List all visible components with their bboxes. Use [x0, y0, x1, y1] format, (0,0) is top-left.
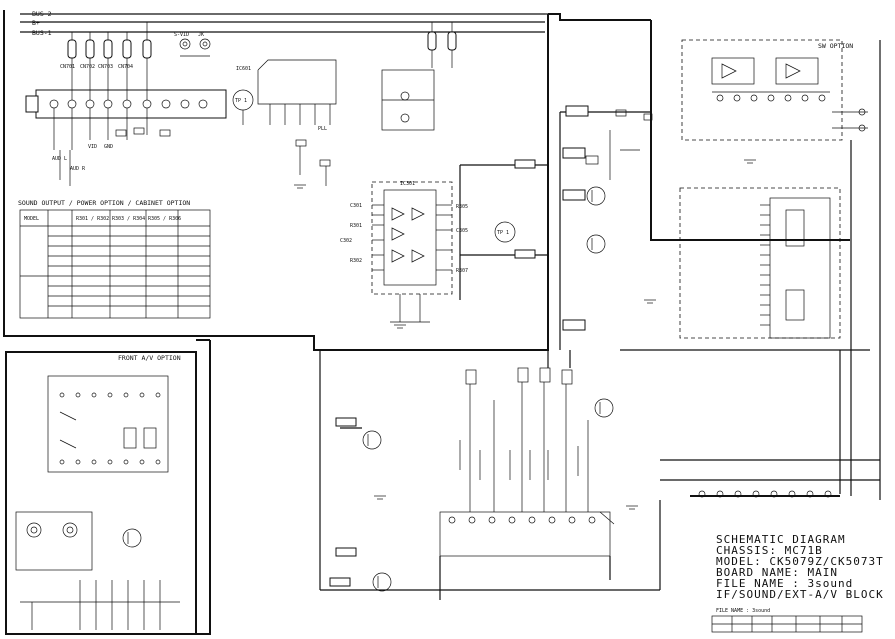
- title-model: MODEL: CK5079Z/CK5073T: [716, 555, 884, 568]
- ground-symbols: [294, 159, 756, 510]
- component-cluster-upper: [381, 22, 548, 300]
- transistors-centre-right: [559, 105, 653, 350]
- svg-text:CN704: CN704: [118, 64, 133, 70]
- title-block-name: IF/SOUND/EXT-A/V BLOCK: [716, 588, 884, 601]
- svg-text:CN702: CN702: [80, 64, 95, 70]
- svg-text:C301: C301: [350, 203, 362, 209]
- svg-text:S-VID: S-VID: [174, 32, 189, 38]
- tp1-centre-label: TP 1: [497, 230, 509, 236]
- test-point-2: TP 1: [494, 221, 516, 243]
- svg-text:CN703: CN703: [98, 64, 113, 70]
- svg-text:R307: R307: [456, 268, 468, 274]
- bus-1-label: BUS-1: [32, 29, 52, 37]
- top-jacks: S-VID JK: [174, 32, 211, 57]
- front-av-label: FRONT A/V OPTION: [118, 354, 181, 362]
- test-point-1: TP 1: [232, 89, 254, 125]
- svg-text:AUD R: AUD R: [70, 166, 86, 172]
- title-chassis: CHASSIS: MC71B: [716, 544, 823, 557]
- svg-text:AUD L: AUD L: [52, 156, 67, 162]
- svg-text:IC301: IC301: [400, 181, 415, 187]
- sound-table-title: SOUND OUTPUT / POWER OPTION / CABINET OP…: [18, 199, 190, 207]
- svg-text:PLL: PLL: [318, 126, 327, 132]
- bplus-label: B+: [32, 19, 40, 27]
- svg-text:VID: VID: [88, 144, 97, 150]
- sound-option-table: SOUND OUTPUT / POWER OPTION / CABINET OP…: [18, 199, 211, 319]
- bus-2-label: BUS-2: [32, 10, 52, 18]
- svg-text:R302: R302: [350, 258, 362, 264]
- sound-table-header-1: R301 / R302: [76, 216, 109, 222]
- bottom-centre-circuit: [319, 350, 661, 600]
- title-file: FILE NAME : 3sound: [716, 577, 853, 590]
- svg-text:C305: C305: [456, 228, 468, 234]
- sound-table-header-0: MODEL: [24, 216, 39, 222]
- ic-top-centre: IC601 PLL: [236, 59, 337, 186]
- svg-text:GND: GND: [104, 144, 113, 150]
- svg-text:IC601: IC601: [236, 66, 251, 72]
- tp1-label: TP 1: [235, 98, 247, 104]
- title-board: BOARD NAME: MAIN: [716, 566, 838, 579]
- main-left-frame: [3, 10, 560, 351]
- svg-text:R305: R305: [456, 204, 468, 210]
- title-block: SCHEMATIC DIAGRAM CHASSIS: MC71B MODEL: …: [711, 533, 884, 633]
- title-file-row: FILE NAME : 3sound: [716, 608, 770, 614]
- title-heading: SCHEMATIC DIAGRAM: [716, 533, 846, 546]
- sw-option-block: SW OPTION: [548, 13, 868, 241]
- svg-text:C302: C302: [340, 238, 352, 244]
- bottom-right-connector: [620, 40, 881, 500]
- sound-table-header-2: R303 / R304: [112, 216, 145, 222]
- sw-option-label: SW OPTION: [818, 42, 853, 50]
- bus-lines: BUS-2 B+ BUS-1: [20, 10, 548, 37]
- svg-text:JK: JK: [198, 32, 204, 38]
- right-vertical-ic: [679, 187, 841, 339]
- sound-table-header-3: R305 / R306: [148, 216, 181, 222]
- front-av-option: FRONT A/V OPTION: [5, 339, 211, 635]
- svg-text:R301: R301: [350, 223, 362, 229]
- svg-text:CN701: CN701: [60, 64, 75, 70]
